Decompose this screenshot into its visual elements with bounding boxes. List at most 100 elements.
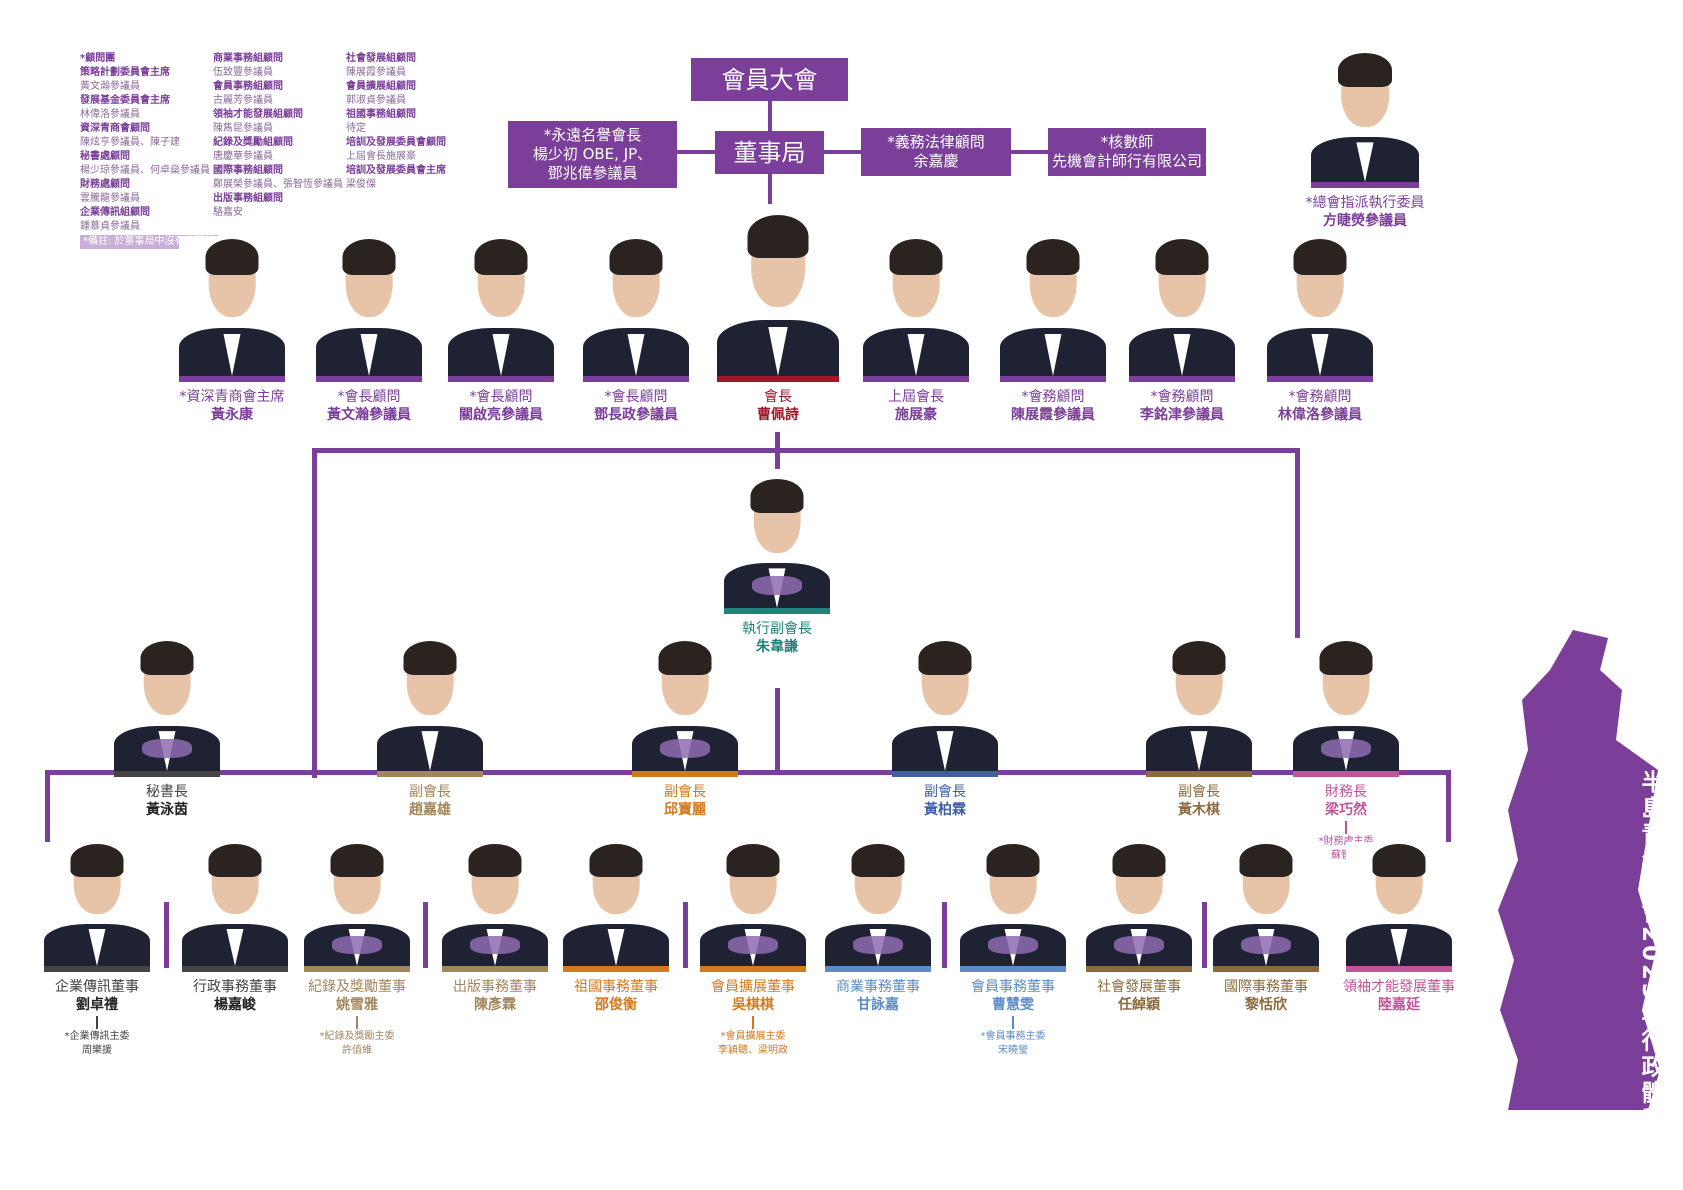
connector-assembly-board [768,100,772,134]
person-name: 林偉洛參議員 [1278,407,1362,423]
person-role: 紀錄及獎勵董事 [308,979,406,995]
person-role: *會務顧問 [1021,389,1085,405]
person-role: 領袖才能發展董事 [1343,979,1455,995]
person-name: 黃木棋 [1178,802,1220,818]
portrait-photo [563,842,669,966]
person-president: 會長曹佩詩 [707,212,849,424]
portrait-hair [474,238,528,276]
person-director: 祖國事務董事邵俊衡 [553,842,679,1014]
person-role: 會長 [764,389,792,405]
portrait-photo [1146,638,1252,771]
portrait-hair [342,238,396,276]
sub-connector [356,1016,358,1029]
advisor-line: 古麗芳參議員 [213,95,273,106]
person-name: 甘詠嘉 [857,997,899,1013]
person-role: *會務顧問 [1150,389,1214,405]
color-underbar [892,771,998,777]
person-director: 會員擴展董事吳棋棋*會員擴展主委李穎聰、梁明政 [690,842,816,1057]
advisor-line: 資深青商會顧問 [80,123,150,134]
color-underbar [316,376,422,382]
person-board-member: *會長顧問黃文瀚參議員 [306,236,432,424]
connector-director-pair-4 [942,902,947,968]
portrait-photo [1293,638,1399,771]
portrait-photo [114,638,220,771]
color-underbar [1346,966,1452,972]
portrait-photo [1311,50,1419,182]
portrait-photo [182,842,288,966]
color-underbar [377,771,483,777]
color-underbar [863,376,969,382]
portrait-photo [632,638,738,771]
portrait-scarf [987,936,1039,954]
person-board-member: *會長顧問鄧長政參議員 [573,236,699,424]
connector-director-pair-3 [683,902,688,968]
advisor-line: 郭淑貞參議員 [346,95,406,106]
sub-committee-text: *會員事務主委 [980,1031,1046,1042]
portrait-hair [1338,52,1392,87]
person-director: 行政事務董事楊嘉峻 [172,842,298,1014]
advisor-line: 財務處顧問 [80,179,130,190]
person-role: 會員事務董事 [971,979,1055,995]
portrait-photo [863,236,969,376]
portrait-hair [750,478,804,513]
person-officer: 副會長黃柏霖 [882,638,1008,819]
portrait-scarf [469,936,521,954]
person-name: 關啟亮參議員 [459,407,543,423]
person-role: *總會指派執行委員 [1305,195,1425,211]
advisor-line: 陳雋昆參議員 [213,123,273,134]
portrait-scarf [1113,936,1165,954]
advisor-line: 領袖才能發展組顧問 [213,109,303,120]
advisor-line: *顧問團 [80,53,116,64]
connector-director-pair-1 [164,902,169,968]
connector-honorary-board [677,150,715,154]
person-name: 劉卓禮 [76,997,118,1013]
honorary-line-1: *永遠名譽會長 [543,126,642,145]
legal-line-1: *義務法律顧問 [887,133,985,152]
advisor-line: 會員擴展組顧問 [346,81,416,92]
person-name: 邱寶麗 [664,802,706,818]
person-name: 陳彥霖 [474,997,516,1013]
person-name: 梁巧然 [1325,802,1367,818]
person-role: 出版事務董事 [453,979,537,995]
connector-director-pair-2 [423,902,428,968]
portrait-hair [330,844,384,877]
color-underbar [1000,376,1106,382]
color-underbar [1213,966,1319,972]
side-title: 半島青年商會2023年行政體系表 [1637,770,1663,1159]
person-board-member: 上屆會長施展豪 [853,236,979,424]
side-banner-brush [1498,630,1660,1110]
person-name: 邵俊衡 [595,997,637,1013]
color-underbar [448,376,554,382]
sub-connector [1012,1016,1014,1029]
advisor-line: 楊少琼參議員、何卓燊參議員 [80,165,210,176]
portrait-hair [589,844,643,877]
person-board-member: *會務顧問陳展霞參議員 [990,236,1116,424]
person-board-member: *會務顧問李銘津參議員 [1119,236,1245,424]
color-underbar [182,966,288,972]
person-director: 商業事務董事甘詠嘉 [815,842,941,1014]
color-underbar [1086,966,1192,972]
person-board-member: *會長顧問關啟亮參議員 [438,236,564,424]
sub-committee-text: *會員擴展主委 [720,1031,786,1042]
connector-bus-left-drop [312,448,317,778]
portrait-photo [960,842,1066,966]
sub-connector [96,1016,98,1029]
person-name: 曹佩詩 [757,407,799,423]
portrait-hair [1293,238,1347,276]
advisor-line: 鄭展榮參議員、張智恆參議員 [213,179,343,190]
person-director: 國際事務董事黎恬欣 [1203,842,1329,1014]
advisor-line: 秘書處顧問 [80,151,130,162]
person-name: 朱韋謙 [756,639,798,655]
connector-top-bus [312,448,1300,453]
connector-evp-down [775,688,780,774]
portrait-photo [377,638,483,771]
portrait-photo [1000,236,1106,376]
person-role: 執行副會長 [742,621,812,637]
connector-officer-bus [45,770,1451,775]
board-label: 董事局 [733,138,806,167]
advisor-line: 伍致豐參議員 [213,67,273,78]
portrait-hair [918,640,972,676]
person-name: 陸嘉延 [1378,997,1420,1013]
person-role: 副會長 [924,784,966,800]
sub-connector [752,1016,754,1029]
